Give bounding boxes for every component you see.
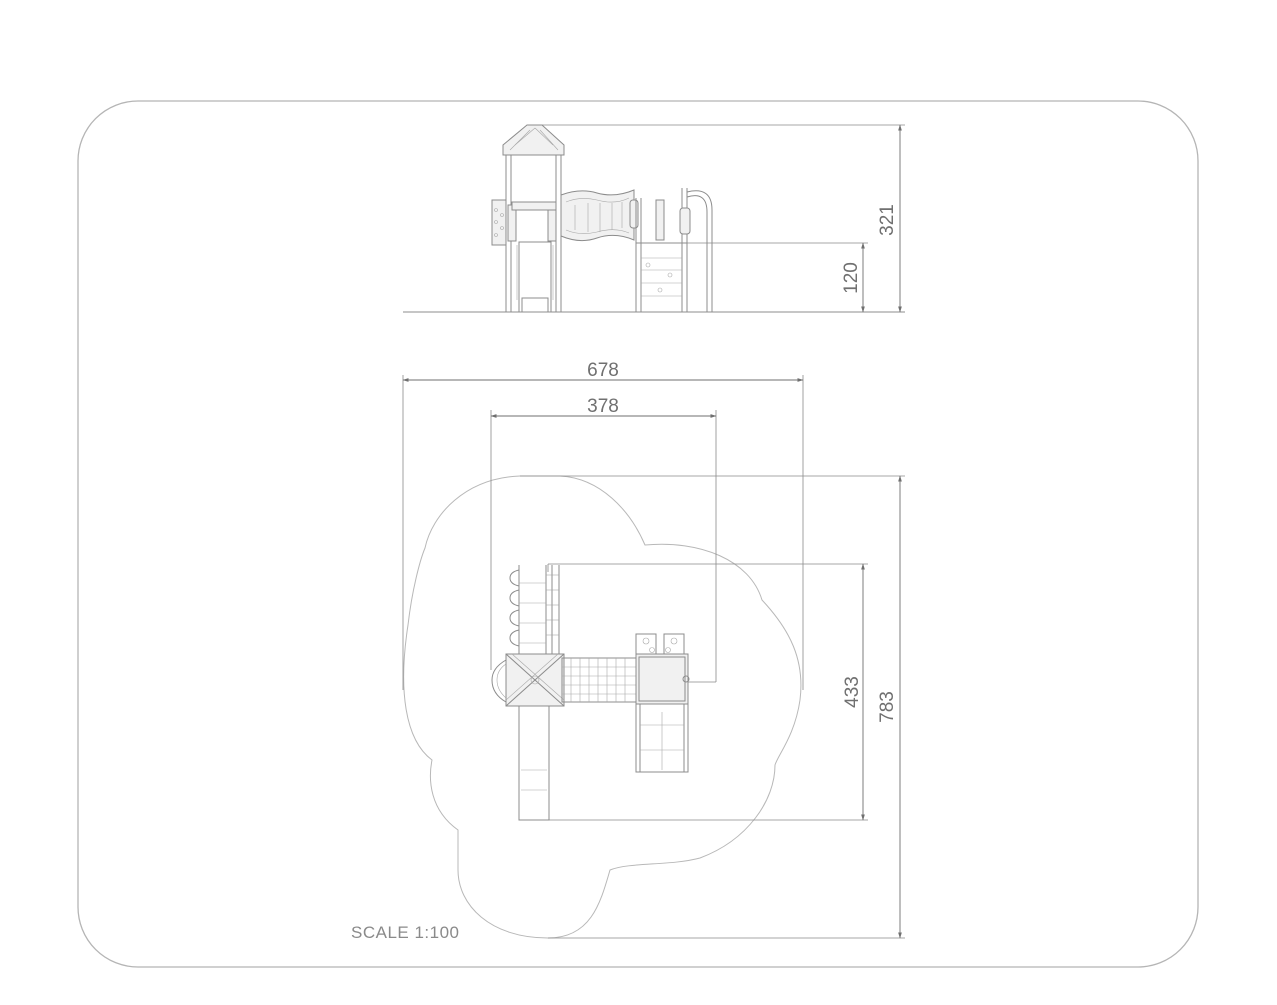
tower-plan <box>491 653 565 707</box>
height-total-label: 321 <box>877 204 898 236</box>
drawing-frame <box>77 100 1199 968</box>
overall-width-label: 678 <box>587 360 619 381</box>
fireman-pole <box>686 190 713 312</box>
arch-ladder-plan <box>509 565 560 655</box>
slide-elevation <box>518 241 552 313</box>
right-tower-elevation <box>635 188 713 312</box>
net-bridge-plan <box>561 657 638 703</box>
height-dimensions <box>542 124 905 313</box>
right-tower-plan <box>635 633 690 705</box>
slide-plan <box>518 704 550 821</box>
climbing-panel <box>491 199 507 246</box>
ladder-plan <box>635 703 689 773</box>
safety-depth-label: 783 <box>877 691 898 723</box>
tower-elevation <box>491 124 565 313</box>
plan-extension-lines <box>402 375 905 939</box>
footprint-depth-label: 433 <box>842 676 863 708</box>
elevation-view: 321 120 <box>403 124 905 313</box>
plan-dimension-lines <box>402 378 902 939</box>
inner-width-label: 378 <box>587 396 619 417</box>
bridge-panel-elevation <box>560 189 639 242</box>
plan-view: 678 378 433 783 <box>402 360 905 939</box>
scale-label: SCALE 1:100 <box>351 923 460 942</box>
safety-zone <box>403 475 802 939</box>
platform-height-label: 120 <box>841 262 862 294</box>
